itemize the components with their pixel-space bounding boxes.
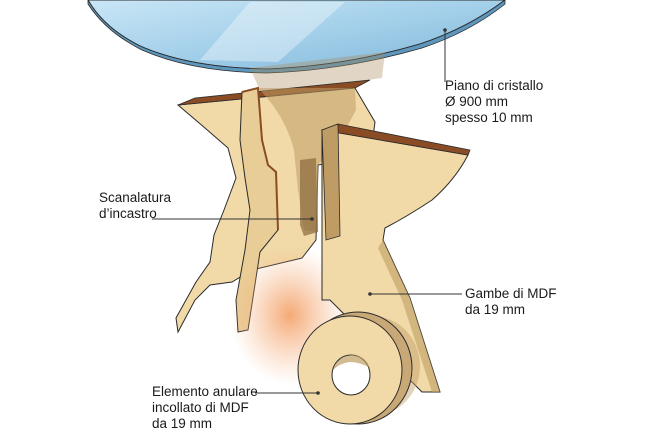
label-slot-line2: d’incastro [99,206,157,221]
slot [300,158,318,236]
label-ring-line1: Elemento anulare [152,384,258,399]
label-legs-line2: da 19 mm [465,302,526,317]
label-legs-line1: Gambe di MDF [465,286,557,301]
label-ring: Elemento anulare incollato di MDF da 19 … [152,384,258,432]
ring-element [297,311,420,425]
glass-shadow [250,52,385,95]
label-glass-top-line1: Piano di cristallo [445,78,544,93]
label-glass-top: Piano di cristallo Ø 900 mm spesso 10 mm [445,78,543,126]
label-legs: Gambe di MDF da 19 mm [465,286,557,318]
glass-top [87,0,506,74]
leader-lines [152,30,462,394]
label-slot: Scanalatura d’incastro [99,190,171,222]
label-glass-top-line2: Ø 900 mm [445,94,509,109]
label-slot-line1: Scanalatura [99,190,172,205]
label-glass-top-line3: spesso 10 mm [445,110,533,125]
label-ring-line3: da 19 mm [152,416,213,431]
label-ring-line2: incollato di MDF [152,400,249,415]
